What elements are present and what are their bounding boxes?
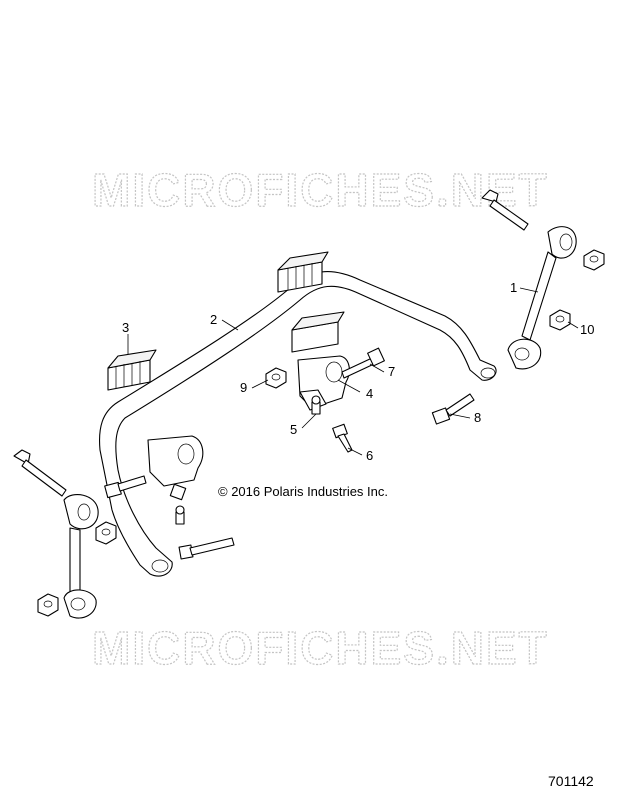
bushing-right [277,251,329,293]
grease-fitting-right [311,395,321,415]
bar-clamp-right [297,355,350,411]
nut-left-lower [37,593,59,617]
grease-fitting-left [175,505,185,525]
bolt-left-clamp [104,475,147,499]
nut-10 [549,309,571,331]
callout-5: 5 [290,422,297,437]
bushing-left [107,349,157,391]
bolt-left-clamp-b [169,483,187,501]
callout-8: 8 [474,410,481,425]
callout-1: 1 [510,280,517,295]
nut-right-upper [583,249,605,271]
leader-lines [127,287,579,456]
callout-9: 9 [240,380,247,395]
copyright-notice: © 2016 Polaris Industries Inc. [218,484,388,499]
bolt-7 [341,347,385,379]
callout-3: 3 [122,320,129,335]
bushing-center [291,311,345,353]
watermark-bottom: MICROFICHES.NET [92,622,549,674]
bolt-8 [431,393,475,425]
nut-left-upper [95,521,117,545]
nut-9 [265,367,287,389]
link-rod-left [13,449,99,619]
bar-clamp-left [147,435,204,487]
bolt-left-lower [178,537,235,560]
watermark-top: MICROFICHES.NET [92,164,549,216]
callout-10: 10 [580,322,594,337]
link-rod-right [481,189,577,370]
document-number: 701142 [548,773,594,789]
callout-6: 6 [366,448,373,463]
callout-2: 2 [210,312,217,327]
bolt-6 [332,423,353,453]
callout-4: 4 [366,386,373,401]
callout-7: 7 [388,364,395,379]
